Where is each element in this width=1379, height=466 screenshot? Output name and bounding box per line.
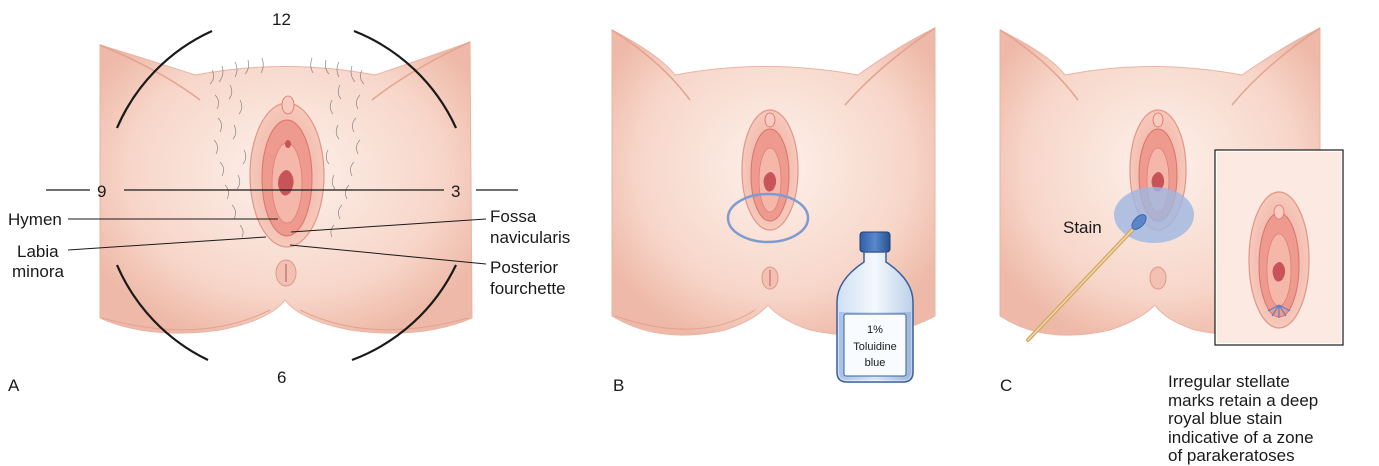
posterior-fourchette-label-1: Posterior (490, 258, 558, 277)
inset-caption: Irregular stellate marks retain a deep r… (1168, 373, 1373, 466)
clock-6-label: 6 (277, 368, 286, 387)
caption-line: royal blue stain (1168, 410, 1373, 429)
fossa-navicularis-label-1: Fossa (490, 207, 537, 226)
clock-9-label: 9 (97, 182, 106, 201)
panel-b: 1% Toluidine blue B (612, 28, 935, 395)
caption-line: indicative of a zone (1168, 429, 1373, 448)
panel-c: Stain C (1000, 28, 1343, 395)
posterior-fourchette-label-2: fourchette (490, 279, 566, 298)
bottle-label-line3: blue (865, 357, 886, 369)
clock-3-label: 3 (451, 182, 460, 201)
panel-a: 12 3 6 9 Hymen Labia minora Fossa navicu… (8, 10, 570, 395)
labia-minora-label-2: minora (12, 262, 65, 281)
inset-detail (1215, 150, 1343, 345)
fossa-navicularis-label-2: navicularis (490, 228, 570, 247)
caption-line: marks retain a deep (1168, 392, 1373, 411)
hymen-label: Hymen (8, 210, 62, 229)
panel-c-letter: C (1000, 376, 1012, 395)
caption-line: Irregular stellate (1168, 373, 1373, 392)
panel-b-letter: B (613, 376, 624, 395)
clock-12-label: 12 (272, 10, 291, 29)
caption-line: of parakeratoses (1168, 447, 1373, 466)
panel-a-letter: A (8, 376, 20, 395)
bottle-label-line1: 1% (867, 324, 883, 336)
stain-label: Stain (1063, 218, 1102, 237)
labia-minora-label-1: Labia (17, 242, 59, 261)
bottle-label-line2: Toluidine (853, 341, 896, 353)
